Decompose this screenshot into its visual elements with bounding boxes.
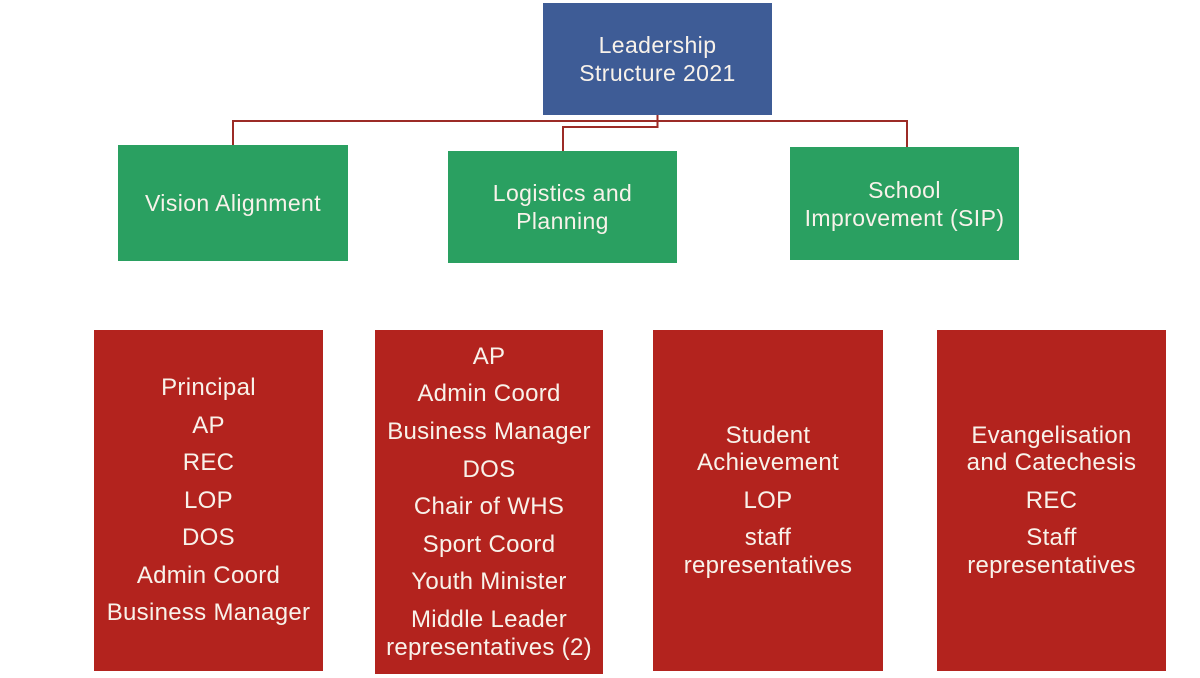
branch-node-label: School Improvement (SIP) bbox=[804, 176, 1005, 231]
member-item: Sport Coord bbox=[422, 530, 556, 558]
connector-root-to-vision bbox=[232, 115, 659, 145]
member-item: DOS bbox=[462, 455, 516, 483]
member-item: Business Manager bbox=[106, 599, 311, 627]
branch-node-logistics-planning: Logistics and Planning bbox=[448, 151, 677, 263]
member-item: AP bbox=[192, 411, 225, 439]
member-item: Admin Coord bbox=[417, 380, 561, 408]
root-node-label: Leadership Structure 2021 bbox=[579, 32, 736, 86]
member-item: Principal bbox=[161, 373, 256, 401]
members-node-school-improvement: Student Achievement LOP staff representa… bbox=[653, 330, 883, 671]
member-item: AP bbox=[472, 342, 506, 370]
member-item: Middle Leader representatives (2) bbox=[386, 605, 592, 661]
branch-node-label: Logistics and Planning bbox=[492, 180, 633, 234]
root-node-leadership-structure: Leadership Structure 2021 bbox=[543, 3, 772, 115]
member-item: Business Manager bbox=[387, 418, 591, 446]
member-item: Staff representatives bbox=[967, 524, 1136, 579]
connector-root-to-sip bbox=[656, 115, 908, 147]
member-item: staff representatives bbox=[683, 524, 853, 579]
branch-node-school-improvement: School Improvement (SIP) bbox=[790, 147, 1019, 260]
members-node-logistics-planning: AP Admin Coord Business Manager DOS Chai… bbox=[375, 330, 603, 674]
connector-root-to-logistics bbox=[562, 115, 659, 151]
members-node-vision-alignment: Principal AP REC LOP DOS Admin Coord Bus… bbox=[94, 330, 323, 671]
member-item: LOP bbox=[184, 486, 233, 514]
member-item: Student Achievement bbox=[696, 421, 840, 477]
member-item: Chair of WHS bbox=[413, 493, 565, 521]
branch-node-vision-alignment: Vision Alignment bbox=[118, 145, 348, 261]
members-node-evangelisation-catechesis: Evangelisation and Catechesis REC Staff … bbox=[937, 330, 1166, 671]
member-item: REC bbox=[182, 449, 235, 477]
member-item: REC bbox=[1025, 486, 1078, 514]
member-item: DOS bbox=[182, 524, 235, 552]
member-item: Evangelisation and Catechesis bbox=[966, 421, 1137, 477]
member-item: LOP bbox=[743, 486, 793, 514]
member-item: Youth Minister bbox=[411, 568, 567, 596]
member-item: Admin Coord bbox=[136, 561, 281, 589]
branch-node-label: Vision Alignment bbox=[144, 190, 322, 216]
